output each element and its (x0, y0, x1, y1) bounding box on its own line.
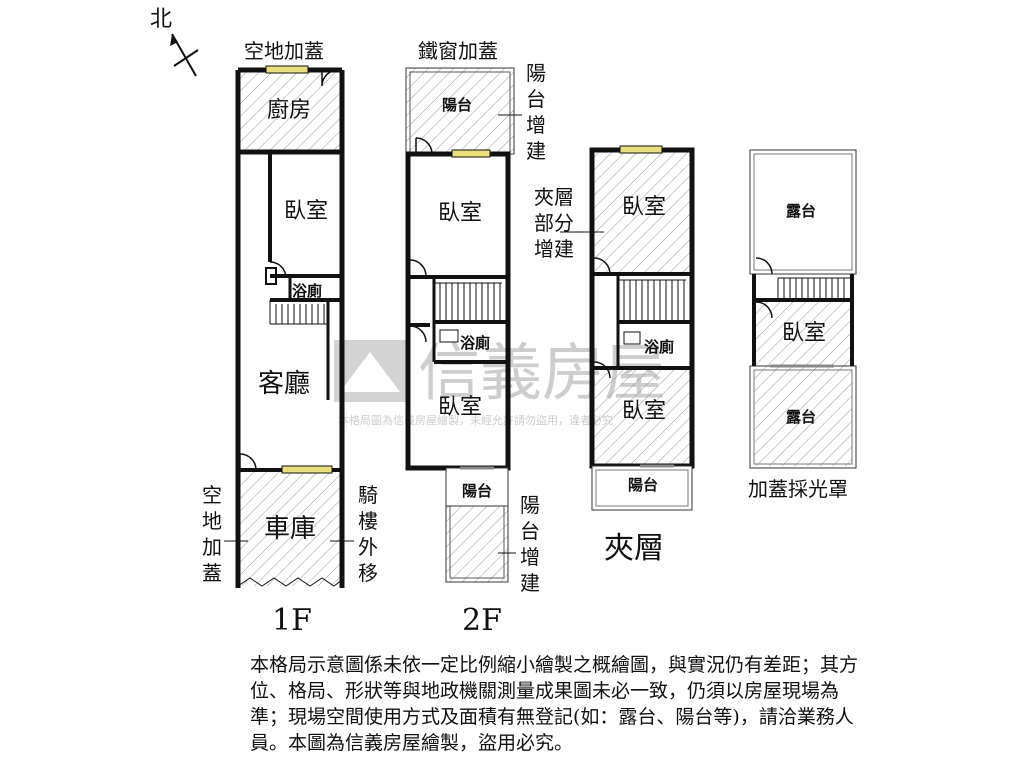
mezz-left-note-1: 夾層 (534, 185, 574, 209)
2f-floor-label: 2F (462, 603, 502, 638)
mezz-bedroom-top-label: 臥室 (622, 195, 666, 220)
2f-balcony-bottom-label: 陽台 (462, 482, 492, 500)
1f-kitchen-label: 廚房 (267, 98, 311, 123)
1f-bedroom-label: 臥室 (284, 199, 328, 224)
roof-label: 加蓋採光罩 (748, 477, 848, 501)
1f-left-note-2: 地 (202, 509, 222, 533)
1f-right-note-1: 騎 (358, 483, 378, 507)
2f-right-note-top-2: 台 (526, 87, 546, 111)
roof-hatched-area (754, 302, 852, 466)
roof-terrace-top-area (749, 149, 857, 275)
2f-bedroom-top-label: 臥室 (438, 201, 482, 226)
1f-floor-label: 1F (272, 603, 312, 638)
roof-terrace-bottom-label: 露台 (786, 408, 816, 426)
mezz-left-note-3: 增建 (534, 237, 574, 261)
1f-left-note-3: 加 (202, 535, 222, 559)
floor-mezzanine: 臥室 浴廁 臥室 陽台 夾層 部分 增建 夾層 (534, 145, 695, 566)
disclaimer-text: 本格局示意圖係未依一定比例縮小繪製之概繪圖，與實況仍有差距；其方位、格局、形狀等… (250, 654, 859, 754)
compass-north-label: 北 (150, 7, 172, 32)
floor-1f: 廚房 臥室 浴廁 客廳 車庫 空地加蓋 空 地 加 蓋 騎 樓 外 移 1F (202, 39, 378, 638)
2f-right-note-bottom-4: 建 (520, 571, 540, 595)
1f-living-label: 客廳 (258, 369, 310, 399)
mezz-floor-label: 夾層 (604, 531, 664, 566)
2f-right-note-top-1: 陽 (526, 61, 546, 85)
1f-garage-label: 車庫 (264, 514, 316, 544)
2f-bedroom-bottom-label: 臥室 (438, 395, 482, 420)
floor-roof: 露台 臥室 露台 加蓋採光罩 (748, 149, 857, 501)
2f-right-note-bottom-2: 台 (520, 519, 540, 543)
2f-bath-label: 浴廁 (460, 334, 490, 352)
mezz-left-note-2: 部分 (534, 211, 574, 235)
roof-terrace-top-label: 露台 (786, 202, 816, 220)
2f-right-note-top-3: 增 (526, 113, 546, 137)
1f-right-note-3: 外 (358, 535, 378, 559)
2f-right-note-top-4: 建 (526, 139, 546, 163)
2f-top-note: 鐵窗加蓋 (418, 39, 498, 63)
mezz-bedroom-top-area (592, 150, 692, 272)
compass: 北 (150, 7, 199, 77)
2f-right-note-bottom-1: 陽 (520, 493, 540, 517)
mezz-bath-label: 浴廁 (644, 338, 674, 356)
1f-right-note-4: 移 (358, 561, 378, 585)
mezz-balcony-label: 陽台 (628, 476, 658, 494)
mezz-bedroom-bottom-area (592, 368, 692, 464)
garage-area (238, 470, 342, 586)
2f-balcony-top-label: 陽台 (442, 96, 472, 114)
floor-2f: 鐵窗加蓋 陽台 臥室 浴廁 臥室 陽台 陽 台 增 建 陽 台 增 建 2F (405, 39, 546, 638)
roof-bedroom-label: 臥室 (782, 321, 826, 346)
kitchen-area (238, 70, 342, 152)
2f-right-note-bottom-3: 增 (520, 545, 540, 569)
1f-bath-label: 浴廁 (292, 282, 322, 300)
1f-left-note-1: 空 (202, 483, 222, 507)
mezz-bedroom-bottom-label: 臥室 (622, 399, 666, 424)
1f-right-note-2: 樓 (358, 509, 378, 533)
1f-left-note-4: 蓋 (202, 561, 222, 585)
1f-top-note: 空地加蓋 (244, 39, 324, 63)
